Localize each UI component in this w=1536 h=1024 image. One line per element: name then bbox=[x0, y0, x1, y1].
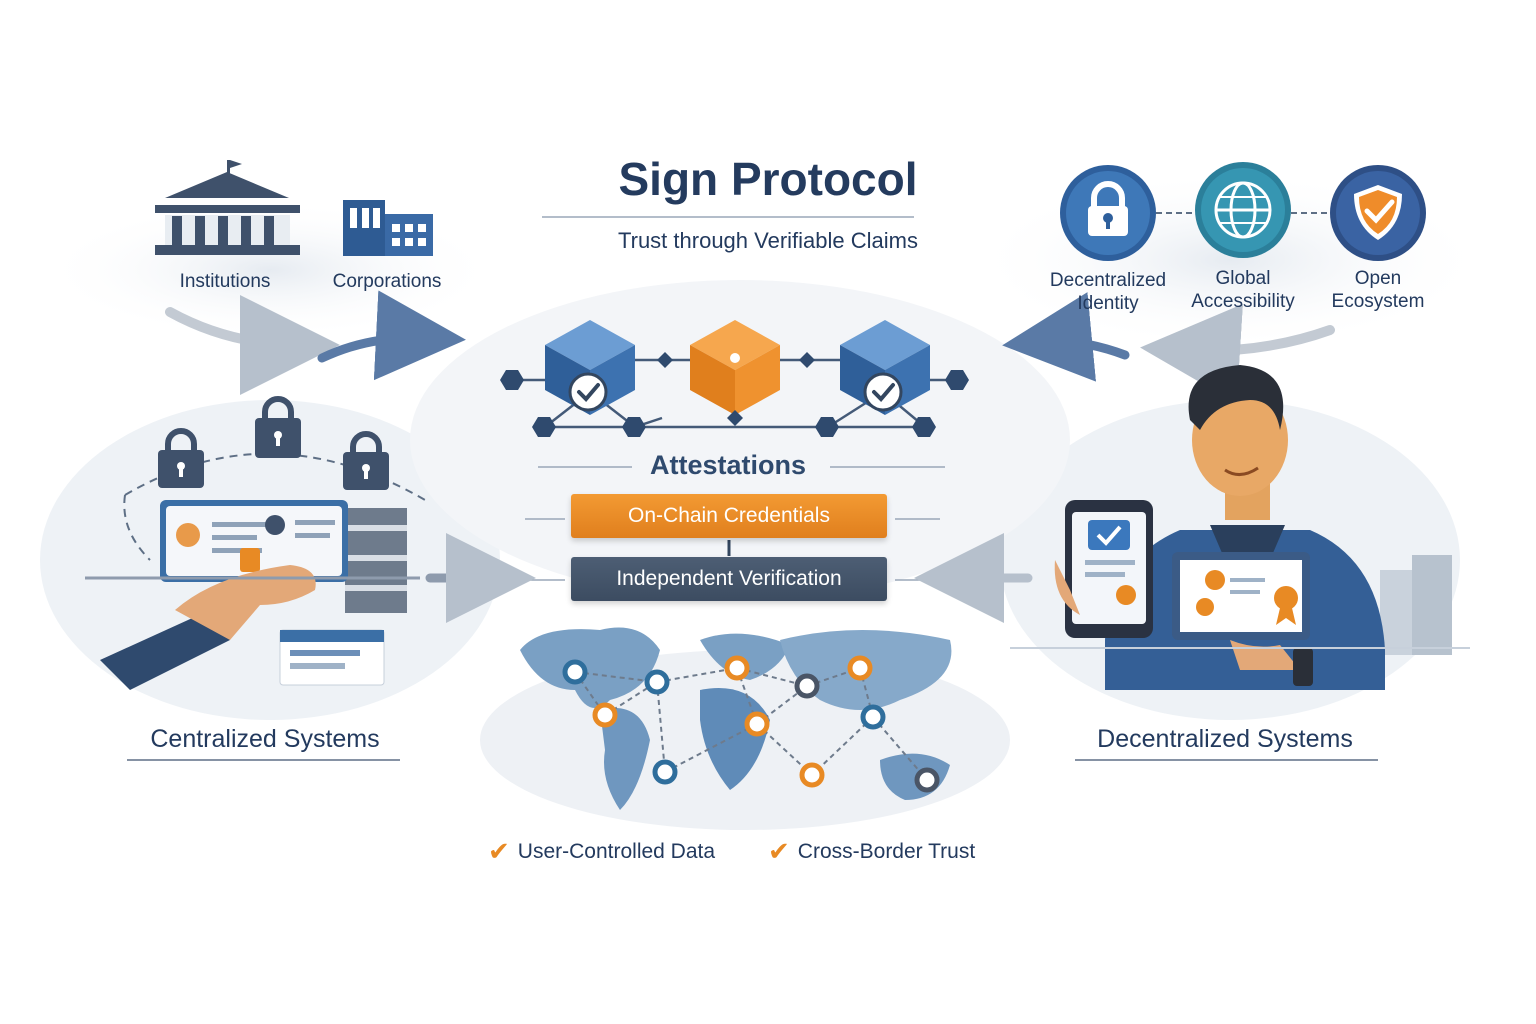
world-map bbox=[520, 627, 952, 810]
open-ecosystem-shield-icon bbox=[1330, 165, 1426, 261]
global-accessibility-globe-icon bbox=[1195, 162, 1291, 258]
global-accessibility-label: Global Accessibility bbox=[1168, 267, 1318, 313]
independent-verification-box: Independent Verification bbox=[571, 557, 887, 601]
attestations-heading: Attestations bbox=[649, 450, 806, 480]
arrow-blue-left bbox=[317, 290, 466, 381]
page-title: Sign Protocol bbox=[618, 153, 918, 205]
label-line: Decentralized bbox=[1049, 270, 1167, 291]
on-chain-credentials-box: On-Chain Credentials bbox=[571, 494, 887, 538]
padlock-icon bbox=[158, 428, 204, 488]
centralized-systems-title: Centralized Systems bbox=[150, 725, 380, 753]
centralized-scene bbox=[85, 396, 426, 690]
check-icon: ✔ bbox=[488, 836, 510, 866]
decentralized-scene bbox=[1010, 365, 1470, 690]
benefit-label: User-Controlled Data bbox=[517, 839, 716, 863]
label-line: Accessibility bbox=[1191, 291, 1295, 312]
label-line: Ecosystem bbox=[1331, 291, 1425, 312]
corporations-label: Corporations bbox=[332, 271, 442, 292]
arrow-blue-right bbox=[1002, 292, 1130, 382]
institutions-label: Institutions bbox=[179, 271, 271, 292]
benefit-label: Cross-Border Trust bbox=[797, 839, 976, 863]
open-ecosystem-label: Open Ecosystem bbox=[1303, 267, 1453, 313]
arrow-gray-right bbox=[1140, 303, 1335, 404]
institution-building-icon bbox=[155, 160, 300, 255]
decentralized-systems-title: Decentralized Systems bbox=[1097, 725, 1353, 753]
padlock-icon bbox=[343, 431, 389, 490]
label-line: Global bbox=[1215, 268, 1271, 289]
check-icon: ✔ bbox=[768, 836, 790, 866]
arrow-gray-left bbox=[165, 294, 340, 395]
label-line: Open bbox=[1354, 268, 1402, 289]
benefit-user-controlled-data: ✔ User-Controlled Data bbox=[488, 836, 715, 867]
blockchain-network bbox=[500, 320, 969, 437]
label-line: Identity bbox=[1077, 293, 1139, 314]
corporation-building-icon bbox=[343, 200, 433, 256]
page-subtitle: Trust through Verifiable Claims bbox=[618, 228, 918, 253]
benefit-cross-border-trust: ✔ Cross-Border Trust bbox=[768, 836, 975, 867]
padlock-icon bbox=[255, 396, 301, 458]
decentralized-identity-label: Decentralized Identity bbox=[1033, 269, 1183, 315]
decentralized-identity-lock-icon bbox=[1060, 165, 1156, 261]
